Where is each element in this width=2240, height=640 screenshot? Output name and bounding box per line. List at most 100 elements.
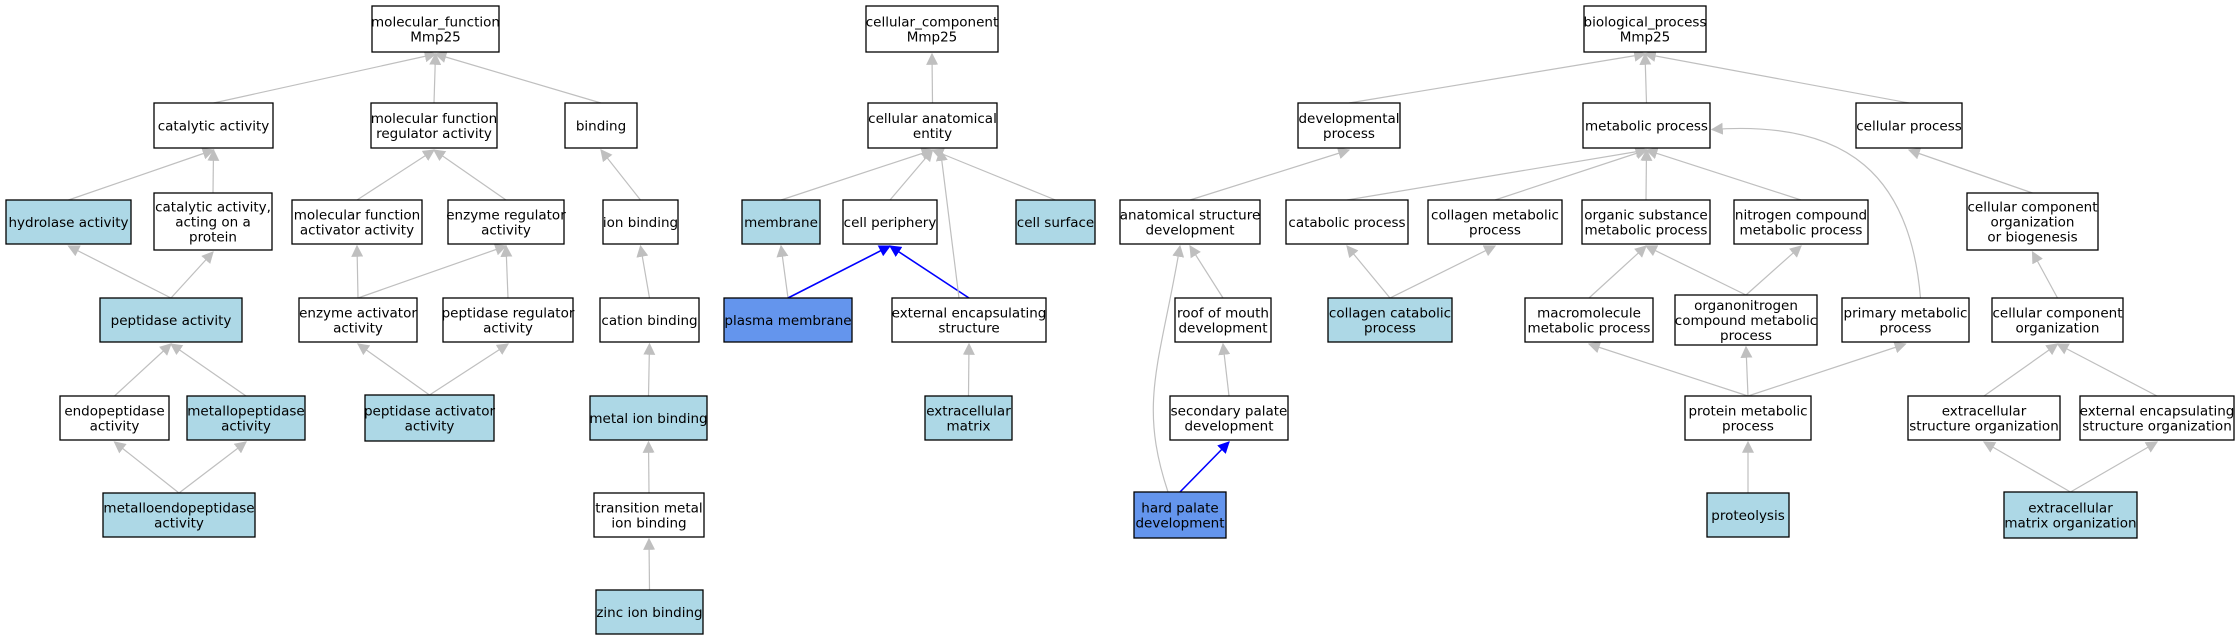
edge-organonitrogen-to-organic_met — [1644, 245, 1747, 296]
term-node-catalytic[interactable]: catalytic activity — [153, 102, 274, 149]
edge-pep_activator-to-enz_activator — [357, 343, 430, 396]
term-box — [153, 192, 273, 251]
term-node-peptidase[interactable]: peptidase activity — [99, 297, 243, 343]
term-label-line: organic substance — [1584, 208, 1707, 224]
term-box — [865, 5, 999, 53]
term-label-line: development — [1145, 223, 1234, 239]
term-label-line: structure — [938, 321, 999, 337]
term-label-line: regulator activity — [376, 126, 492, 142]
term-label-line: activity — [221, 419, 271, 435]
term-box — [564, 102, 638, 149]
term-label-line: activity — [405, 419, 455, 435]
term-box — [1327, 297, 1453, 343]
term-node-ion-binding[interactable]: ion binding — [602, 199, 679, 245]
term-node-cation-binding[interactable]: cation binding — [599, 297, 700, 343]
term-node-metabolic[interactable]: metabolic process — [1582, 102, 1711, 149]
edge-organic_met-to-metabolic — [1640, 148, 1653, 201]
edge-protein_met-to-primary_met — [1747, 341, 1907, 397]
term-box — [1966, 192, 2099, 251]
term-node-cellular-process[interactable]: cellular process — [1855, 102, 1963, 149]
edge-nitrogen_met-to-metabolic — [1645, 147, 1802, 201]
term-label-line: activity — [333, 321, 383, 337]
term-box — [589, 395, 708, 441]
term-label-line: entity — [913, 126, 952, 142]
term-node-metal-ion[interactable]: metal ion binding — [589, 395, 708, 441]
edge-metal_ion-to-cation_binding — [643, 342, 656, 397]
term-node-proteolysis[interactable]: proteolysis — [1706, 492, 1790, 538]
term-label-line: protein metabolic — [1688, 404, 1807, 420]
term-node-hydrolase[interactable]: hydrolase activity — [5, 199, 132, 245]
term-box — [1119, 199, 1261, 245]
term-box — [1733, 199, 1869, 245]
term-node-membrane[interactable]: membrane — [741, 199, 821, 245]
edge-primary_met-to-metabolic — [1710, 122, 1922, 299]
edge-hard_palate-to-anat_dev — [1152, 244, 1185, 493]
term-node-binding[interactable]: binding — [564, 102, 638, 149]
edge-cat_protein-to-catalytic — [207, 148, 220, 194]
term-box — [1674, 294, 1818, 346]
term-box — [1015, 199, 1096, 245]
term-box — [1855, 102, 1963, 149]
term-node-periphery[interactable]: cell periphery — [842, 199, 938, 245]
term-box — [371, 5, 500, 53]
edge-secondary_palate-to-roof_mouth — [1218, 342, 1231, 397]
edge-binding-to-mf_root — [434, 51, 602, 104]
term-node-catabolic[interactable]: catabolic process — [1285, 199, 1409, 245]
term-node-plasma-membrane[interactable]: plasma membrane — [723, 297, 853, 343]
term-box — [1133, 491, 1227, 539]
term-label-line: organization — [2016, 321, 2100, 337]
term-label-line: metallopeptidase — [187, 404, 304, 420]
edge-peptidase-to-hydrolase — [67, 245, 172, 299]
term-node-cell-surface[interactable]: cell surface — [1015, 199, 1096, 245]
term-box — [1706, 492, 1790, 538]
term-label-line: developmental — [1298, 111, 1399, 127]
edge-metalloendo-to-endopeptidase — [113, 441, 180, 494]
term-box — [593, 492, 705, 538]
edge-hard_palate-to-secondary_palate — [1179, 441, 1230, 493]
term-label-line: biological_process — [1584, 15, 1707, 31]
term-label-line: Mmp25 — [907, 30, 958, 46]
term-box — [2079, 395, 2235, 441]
term-node-zinc[interactable]: zinc ion binding — [595, 589, 704, 635]
edge-ext_enc_struct-to-periphery — [888, 245, 970, 299]
term-box — [2003, 491, 2138, 539]
term-label-line: endopeptidase — [64, 404, 164, 420]
term-box — [1582, 102, 1711, 149]
